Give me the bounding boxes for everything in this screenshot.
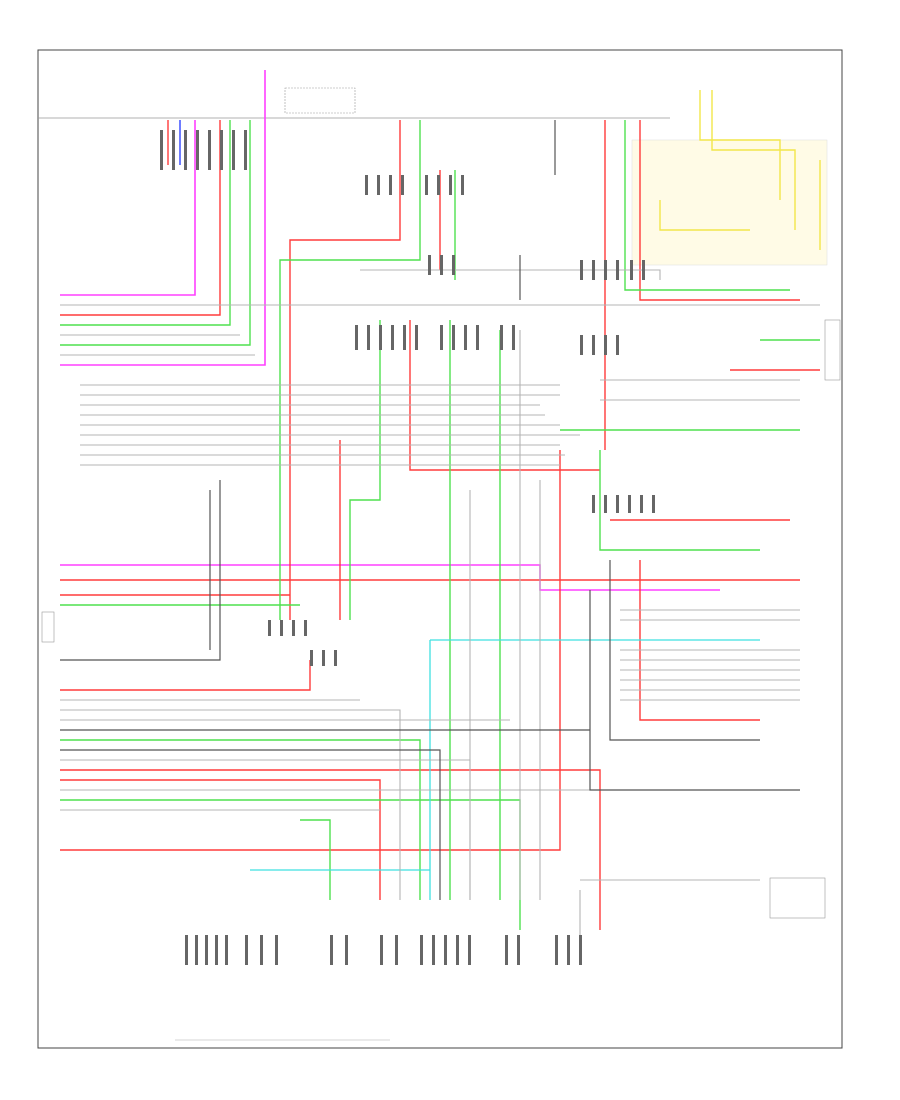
component-box-bottom-right [769, 877, 826, 919]
gray-wires [60, 269, 820, 940]
dark-wires [60, 120, 800, 900]
component-box-right-mid [824, 319, 841, 381]
connector-top-left [160, 130, 247, 170]
connector-left-mid [268, 620, 337, 666]
diagram-border [37, 49, 843, 1049]
magenta-wires [60, 70, 720, 591]
red-wires [60, 120, 820, 930]
yellow-wires [659, 90, 821, 250]
connector-mid-center [355, 325, 515, 350]
connector-mid-right [592, 495, 655, 513]
component-box-left-mid [41, 611, 55, 643]
yellow-region [631, 139, 828, 266]
connector-top-center [365, 175, 464, 275]
connector-right-top [580, 260, 645, 355]
connector-bottom [185, 935, 582, 965]
component-box-top-center [284, 87, 356, 114]
